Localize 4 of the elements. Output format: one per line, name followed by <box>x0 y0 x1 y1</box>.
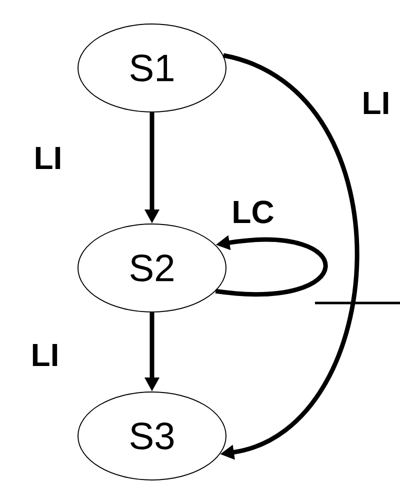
edge-label: LI <box>360 90 392 115</box>
edge-label: LC <box>230 200 276 224</box>
edge-label: LI <box>32 146 64 170</box>
edge-label: LI <box>30 343 60 367</box>
